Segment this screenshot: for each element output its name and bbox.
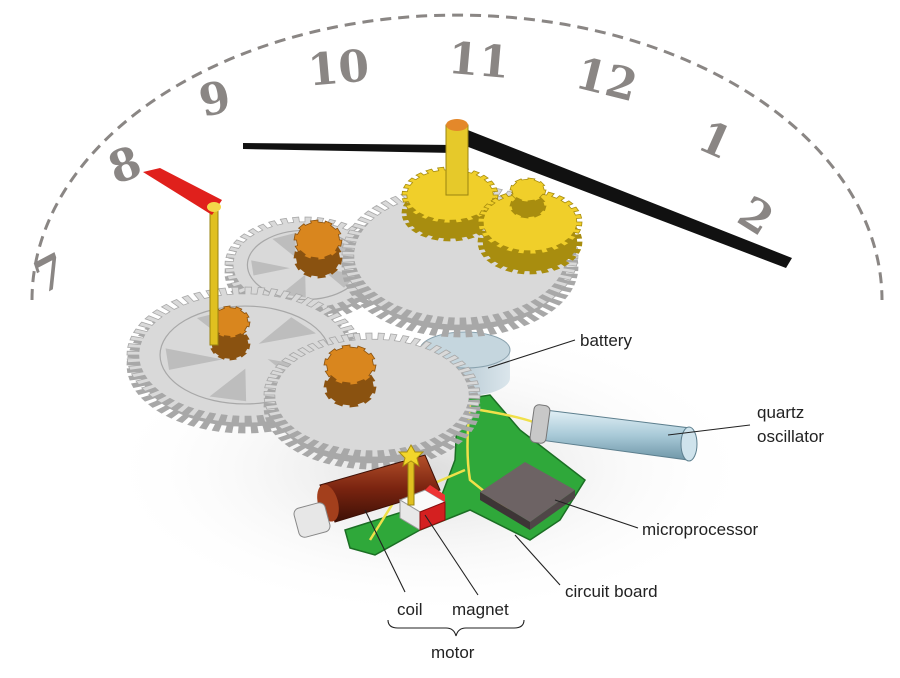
label-microprocessor: microprocessor xyxy=(642,520,759,539)
numeral-9: 9 xyxy=(195,71,236,127)
label-coil: coil xyxy=(397,600,423,619)
minute-hand xyxy=(450,125,792,268)
rotor-shaft xyxy=(407,459,415,506)
numeral-8: 8 xyxy=(102,136,148,194)
clock-hands xyxy=(143,119,792,346)
numeral-10: 10 xyxy=(306,40,371,96)
numeral-11: 11 xyxy=(446,33,511,89)
label-battery: battery xyxy=(580,331,632,350)
gear-yellow-right xyxy=(477,189,583,275)
hour-hand xyxy=(243,143,455,153)
quartz-oscillator xyxy=(529,404,698,462)
center-shaft xyxy=(445,124,469,196)
pinion-yellow xyxy=(509,177,547,219)
label-oscillator: oscillator xyxy=(757,427,824,446)
rotor-pinion xyxy=(397,443,425,468)
pinion-upper xyxy=(293,219,343,279)
second-hand-cap xyxy=(207,202,221,212)
clock-face-arc xyxy=(30,13,884,301)
numeral-12: 12 xyxy=(571,48,643,112)
leader-lines xyxy=(364,339,751,637)
second-hand xyxy=(143,168,222,215)
pinion-left xyxy=(209,305,251,361)
numeral-7: 7 xyxy=(28,242,71,306)
label-quartz: quartz xyxy=(757,403,804,422)
pinion-middle xyxy=(323,344,377,408)
label-motor: motor xyxy=(431,643,475,662)
gear-train xyxy=(126,166,583,470)
label-magnet: magnet xyxy=(452,600,509,619)
label-circuit-board: circuit board xyxy=(565,582,658,601)
microprocessor-chip xyxy=(480,462,575,530)
second-hand-shaft xyxy=(209,204,219,346)
numeral-1: 1 xyxy=(691,111,740,170)
motor xyxy=(293,443,447,538)
shaft-cap xyxy=(446,119,468,131)
gear-lower-middle xyxy=(263,332,481,470)
